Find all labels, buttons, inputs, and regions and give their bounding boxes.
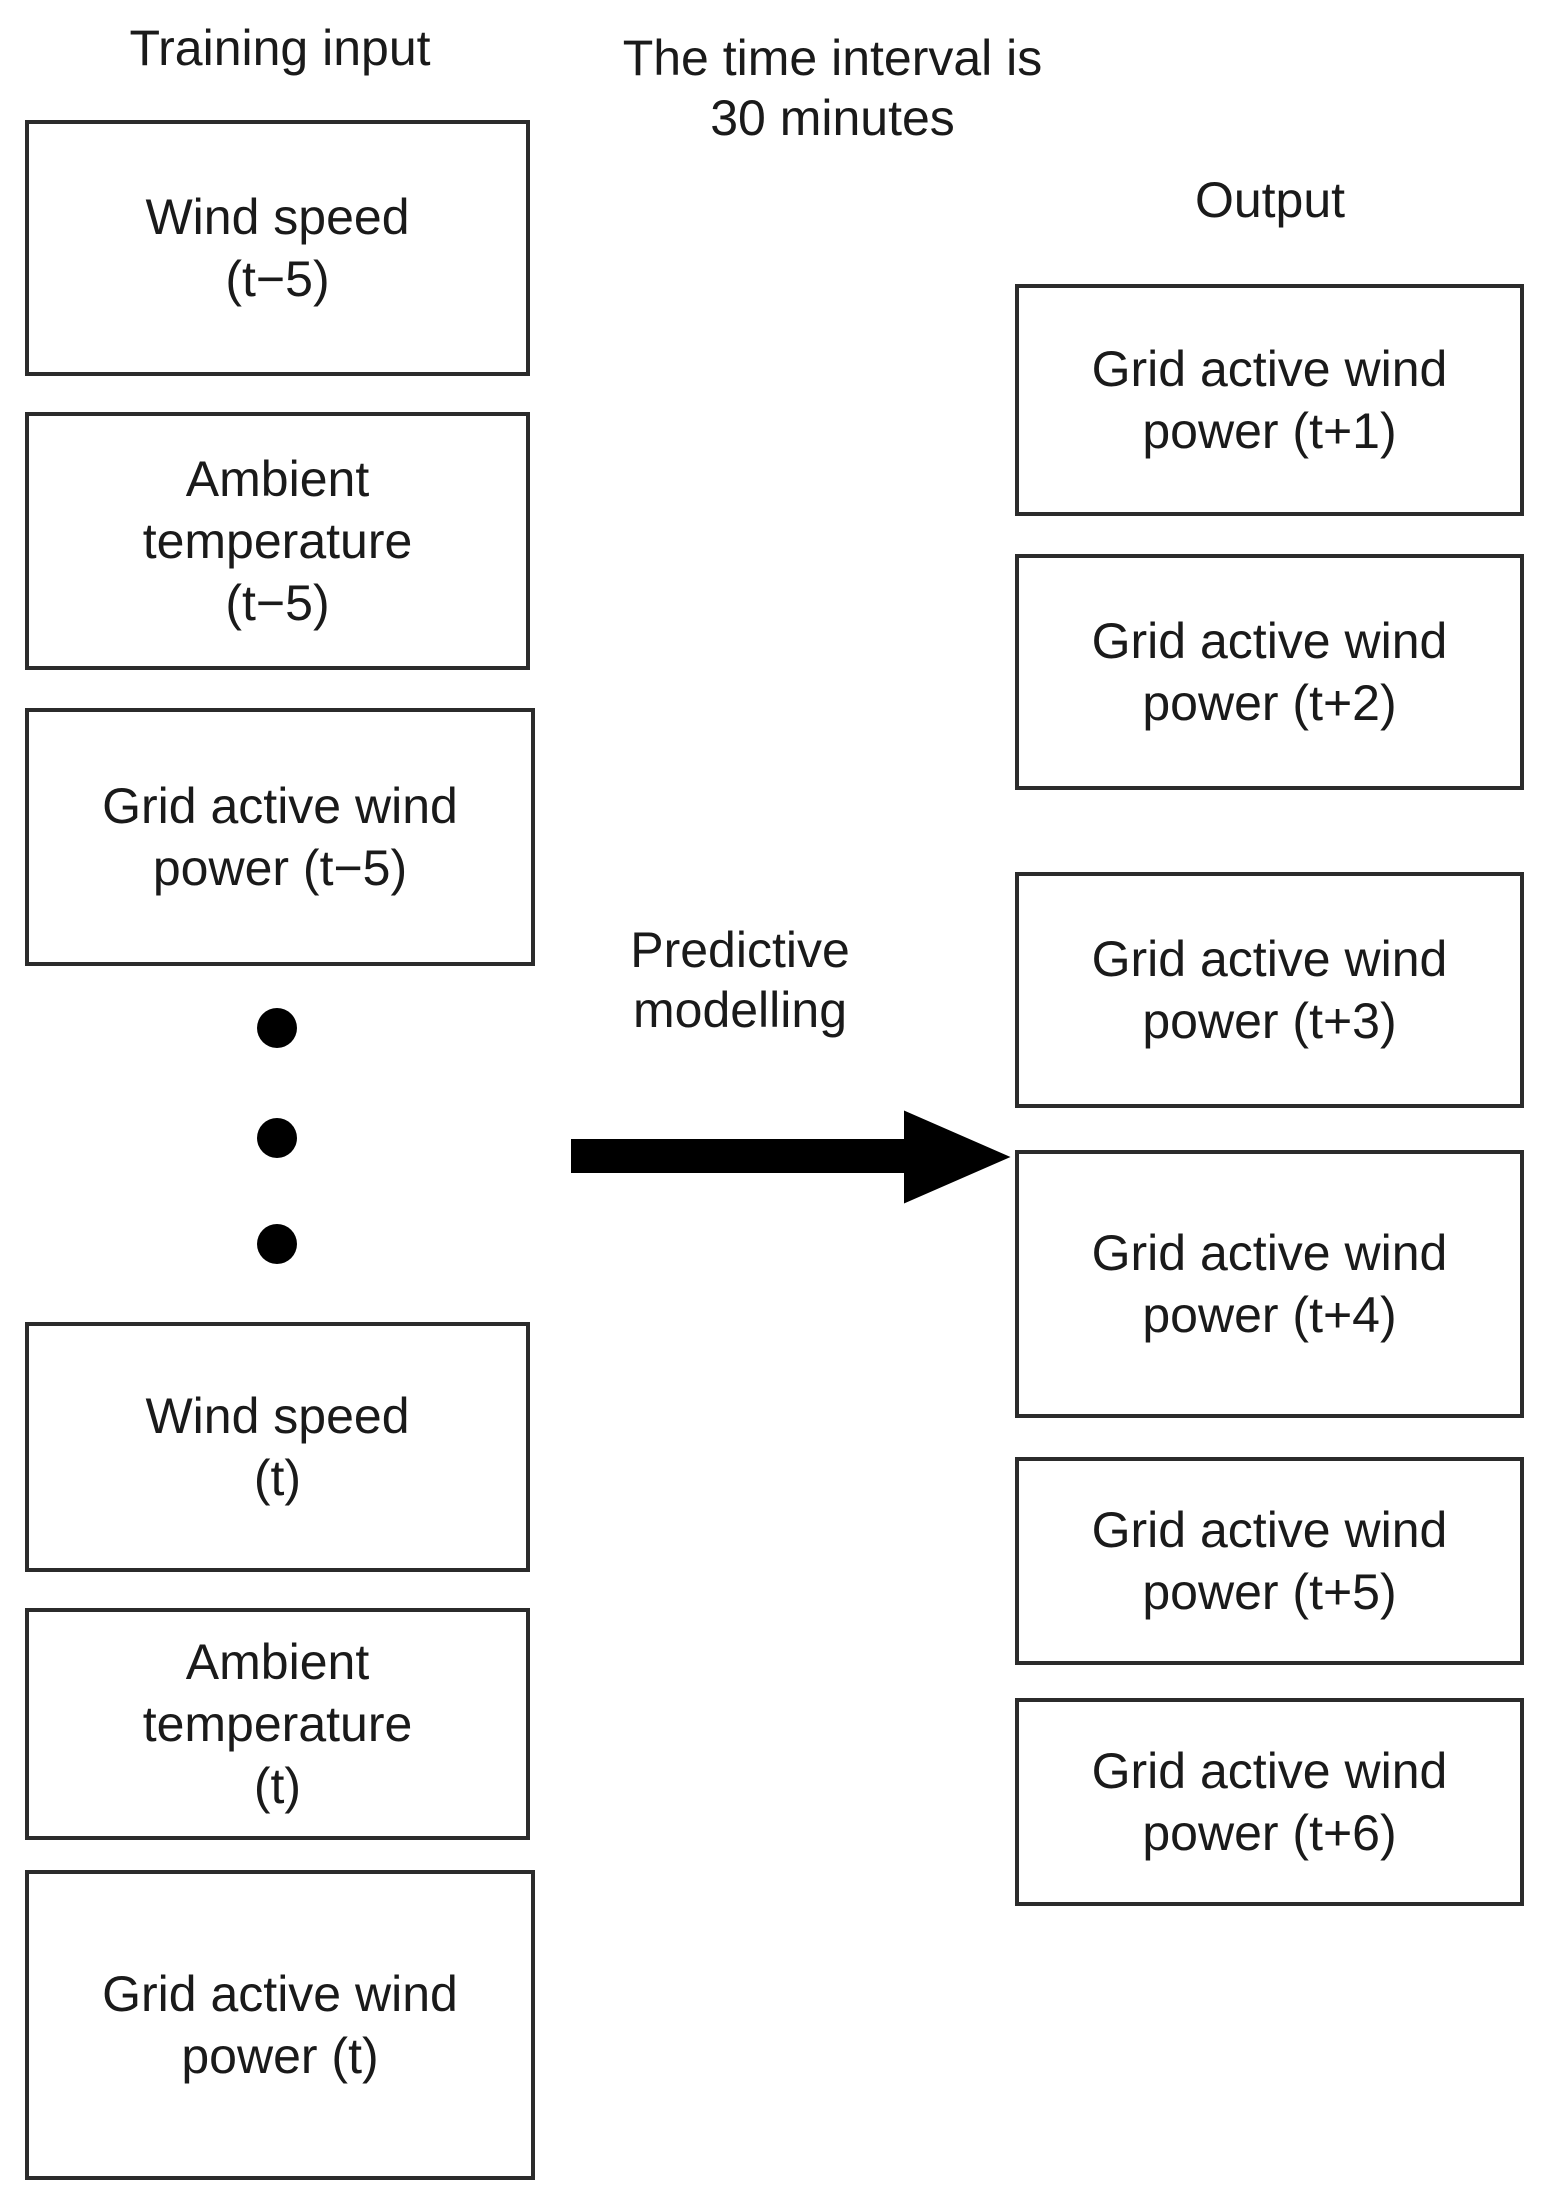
output-box-label: Grid active wind power (t+5) — [1091, 1502, 1448, 1620]
input-box-label: Ambient temperature (t) — [142, 1634, 413, 1814]
output-box-grid-active-wind-power-t-plus-1[interactable]: Grid active wind power (t+1) — [1015, 284, 1524, 516]
input-box-grid-active-wind-power-t[interactable]: Grid active wind power (t) — [25, 1870, 535, 2180]
output-box-label: Grid active wind power (t+3) — [1091, 931, 1448, 1049]
input-box-label: Wind speed (t) — [145, 1388, 410, 1506]
time-interval-note: The time interval is 30 minutes — [622, 30, 1043, 146]
output-box-label: Grid active wind power (t+6) — [1091, 1743, 1448, 1861]
predictive-modelling-label: Predictive modelling — [630, 922, 850, 1038]
input-box-label: Wind speed (t−5) — [145, 189, 410, 307]
output-box-grid-active-wind-power-t-plus-2[interactable]: Grid active wind power (t+2) — [1015, 554, 1524, 790]
input-box-ambient-temperature-t[interactable]: Ambient temperature (t) — [25, 1608, 530, 1840]
output-title: Output — [1194, 172, 1346, 228]
output-box-grid-active-wind-power-t-plus-3[interactable]: Grid active wind power (t+3) — [1015, 872, 1524, 1108]
output-box-label: Grid active wind power (t+1) — [1091, 341, 1448, 459]
output-box-label: Grid active wind power (t+4) — [1091, 1225, 1448, 1343]
output-box-grid-active-wind-power-t-plus-5[interactable]: Grid active wind power (t+5) — [1015, 1457, 1524, 1665]
vertical-ellipsis-icon-dot-2 — [257, 1118, 297, 1158]
vertical-ellipsis-icon-dot-1 — [257, 1008, 297, 1048]
input-box-label: Grid active wind power (t) — [102, 1966, 458, 2084]
input-box-wind-speed-t[interactable]: Wind speed (t) — [25, 1322, 530, 1572]
input-box-wind-speed-t-5[interactable]: Wind speed (t−5) — [25, 120, 530, 376]
vertical-ellipsis-icon-dot-3 — [257, 1224, 297, 1264]
output-box-grid-active-wind-power-t-plus-6[interactable]: Grid active wind power (t+6) — [1015, 1698, 1524, 1906]
output-box-label: Grid active wind power (t+2) — [1091, 613, 1448, 731]
output-box-grid-active-wind-power-t-plus-4[interactable]: Grid active wind power (t+4) — [1015, 1150, 1524, 1418]
input-box-label: Grid active wind power (t−5) — [102, 778, 458, 896]
right-arrow-icon — [560, 1100, 1020, 1215]
input-box-label: Ambient temperature (t−5) — [142, 451, 413, 631]
input-box-ambient-temperature-t-5[interactable]: Ambient temperature (t−5) — [25, 412, 530, 670]
input-box-grid-active-wind-power-t-5[interactable]: Grid active wind power (t−5) — [25, 708, 535, 966]
training-input-title: Training input — [129, 20, 431, 76]
